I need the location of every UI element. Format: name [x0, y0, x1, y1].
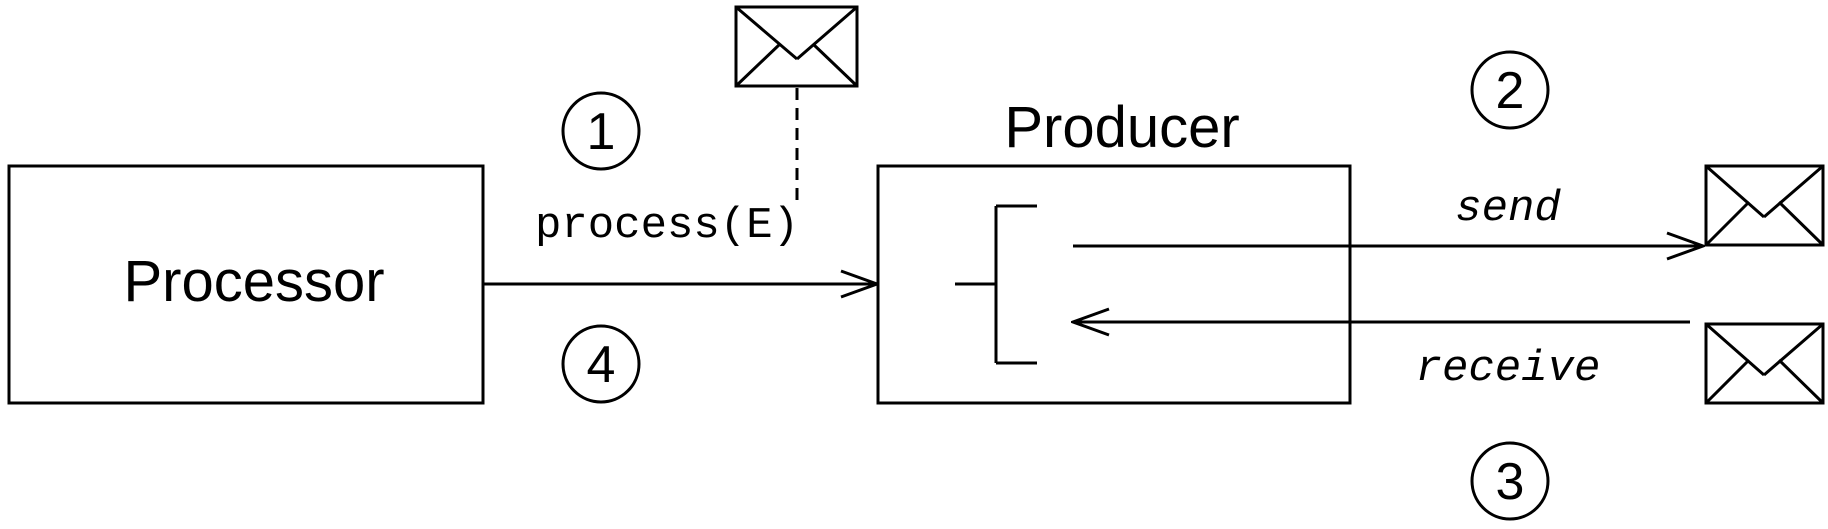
- producer-bracket: [955, 204, 1037, 365]
- step-1-number: 1: [587, 103, 616, 161]
- step-3-number: 3: [1496, 453, 1525, 511]
- envelope-icon: [1704, 164, 1825, 247]
- envelope-icon: [1704, 322, 1825, 405]
- receive-edge: receive: [1073, 322, 1690, 394]
- receive-label: receive: [1416, 344, 1601, 394]
- producer-node: Producer: [876, 95, 1352, 405]
- producer-label: Producer: [1004, 95, 1239, 160]
- envelope-icon: [734, 5, 859, 88]
- send-edge: send: [1073, 184, 1703, 246]
- processor-node: Processor: [7, 164, 485, 405]
- producer-box: [876, 164, 1352, 405]
- step-3-badge: 3: [1470, 441, 1550, 521]
- step-2-badge: 2: [1470, 50, 1550, 130]
- process-label: process(E): [535, 201, 799, 251]
- process-edge: process(E): [483, 201, 877, 284]
- step-4-number: 4: [587, 336, 616, 394]
- step-4-badge: 4: [561, 324, 641, 404]
- step-2-number: 2: [1496, 62, 1525, 120]
- processor-label: Processor: [123, 249, 384, 314]
- send-label: send: [1455, 184, 1561, 234]
- step-1-badge: 1: [561, 91, 641, 171]
